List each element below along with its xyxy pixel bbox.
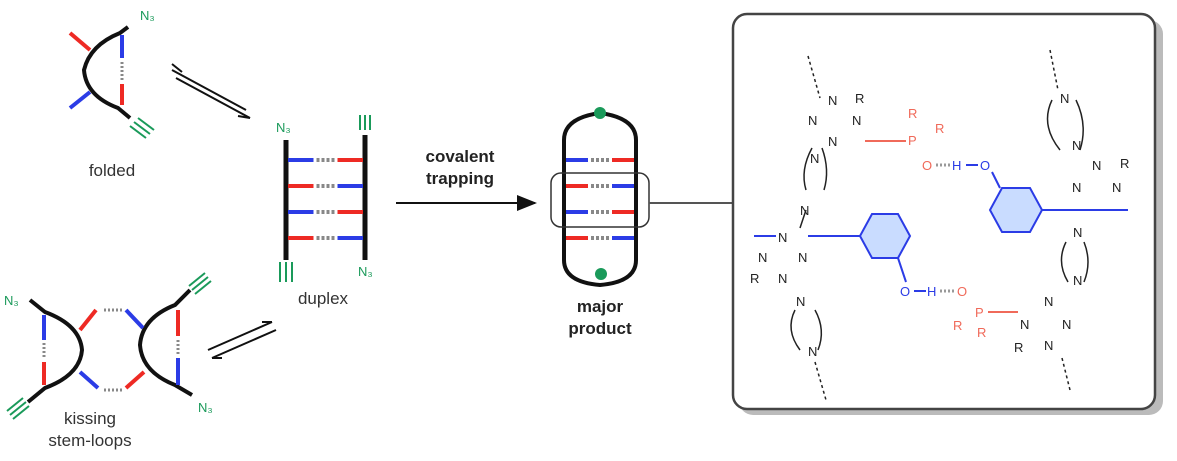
svg-text:O: O <box>957 284 967 299</box>
svg-text:R: R <box>1120 156 1129 171</box>
triazine-bottom-right: N N N N N N R <box>1014 225 1089 391</box>
svg-text:P: P <box>908 133 917 148</box>
svg-text:N: N <box>778 271 787 286</box>
svg-text:N: N <box>778 230 787 245</box>
label-duplex: duplex <box>298 289 349 308</box>
label-covalent: covalent <box>426 147 495 166</box>
svg-text:N: N <box>852 113 861 128</box>
triazole-dot-top <box>594 107 606 119</box>
svg-text:N: N <box>1062 317 1071 332</box>
alkyne-icon <box>129 117 155 139</box>
triazine-top-left: N N N N R N N <box>800 91 864 218</box>
svg-text:N: N <box>798 250 807 265</box>
label-kissing-1: kissing <box>64 409 116 428</box>
backbone-top-left <box>799 55 828 229</box>
kissing-stem-loops: N₃ N₃ kissing stem-loops <box>4 272 213 450</box>
svg-text:R: R <box>908 106 917 121</box>
phosphine-oxide-top: R R P O H O <box>865 106 990 173</box>
alkyne-icon <box>6 397 30 420</box>
svg-text:R: R <box>935 121 944 136</box>
svg-text:N: N <box>1073 225 1082 240</box>
svg-text:N: N <box>1073 273 1082 288</box>
svg-text:R: R <box>953 318 962 333</box>
label-kissing-2: stem-loops <box>48 431 131 450</box>
svg-text:N: N <box>808 344 817 359</box>
svg-text:N: N <box>796 294 805 309</box>
triazole-dot-bottom <box>595 268 607 280</box>
svg-text:N: N <box>1060 91 1069 106</box>
alkyne-icon <box>188 272 212 295</box>
folded-backbone <box>81 25 132 120</box>
highlight-box <box>550 172 650 228</box>
duplex: N₃ N₃ duplex <box>276 115 373 308</box>
svg-text:O: O <box>900 284 910 299</box>
svg-text:P: P <box>975 305 984 320</box>
alkyne-icon <box>359 115 371 130</box>
svg-text:R: R <box>750 271 759 286</box>
azide-label: N₃ <box>140 8 155 23</box>
svg-text:N: N <box>1072 138 1081 153</box>
alkyne-icon <box>279 262 293 282</box>
folded-hairpin: N₃ folded <box>68 8 155 180</box>
svg-text:N: N <box>1020 317 1029 332</box>
covalent-trapping-arrow: covalent trapping <box>396 147 537 211</box>
svg-text:R: R <box>977 325 986 340</box>
svg-text:R: R <box>855 91 864 106</box>
svg-text:N: N <box>808 113 817 128</box>
benzene-ring-right <box>988 171 1128 233</box>
azide-label-kissing-right: N₃ <box>198 400 213 415</box>
azide-label-kissing-left: N₃ <box>4 293 19 308</box>
svg-text:N: N <box>1044 338 1053 353</box>
folded-base-red <box>68 31 92 52</box>
benzene-ring-left: O H O P R R <box>808 213 1018 340</box>
svg-text:N: N <box>828 93 837 108</box>
svg-text:R: R <box>1014 340 1023 355</box>
svg-text:N: N <box>810 151 819 166</box>
svg-text:O: O <box>922 158 932 173</box>
label-major: major <box>577 297 624 316</box>
triazine-right: N N N N N R <box>1046 49 1129 195</box>
svg-text:N: N <box>1092 158 1101 173</box>
svg-text:N: N <box>800 203 809 218</box>
svg-text:N: N <box>1044 294 1053 309</box>
svg-text:N: N <box>1112 180 1121 195</box>
svg-text:H: H <box>952 158 961 173</box>
major-product: major product <box>550 107 735 338</box>
folded-base-blue <box>68 90 92 110</box>
equilibrium-arrow-top <box>171 63 251 119</box>
svg-text:N: N <box>758 250 767 265</box>
detail-panel: N N N N R N N R R P O H O N N N <box>731 12 1163 415</box>
azide-label-duplex-top: N₃ <box>276 120 291 135</box>
triazine-left: N N N N R N N <box>750 230 827 401</box>
label-product: product <box>568 319 632 338</box>
svg-text:N: N <box>828 134 837 149</box>
azide-label-duplex-bottom: N₃ <box>358 264 373 279</box>
label-trapping: trapping <box>426 169 494 188</box>
svg-text:H: H <box>927 284 936 299</box>
panel-frame <box>731 12 1157 411</box>
svg-text:O: O <box>980 158 990 173</box>
equilibrium-arrow-bottom <box>207 321 277 359</box>
label-folded: folded <box>89 161 135 180</box>
svg-text:N: N <box>1072 180 1081 195</box>
